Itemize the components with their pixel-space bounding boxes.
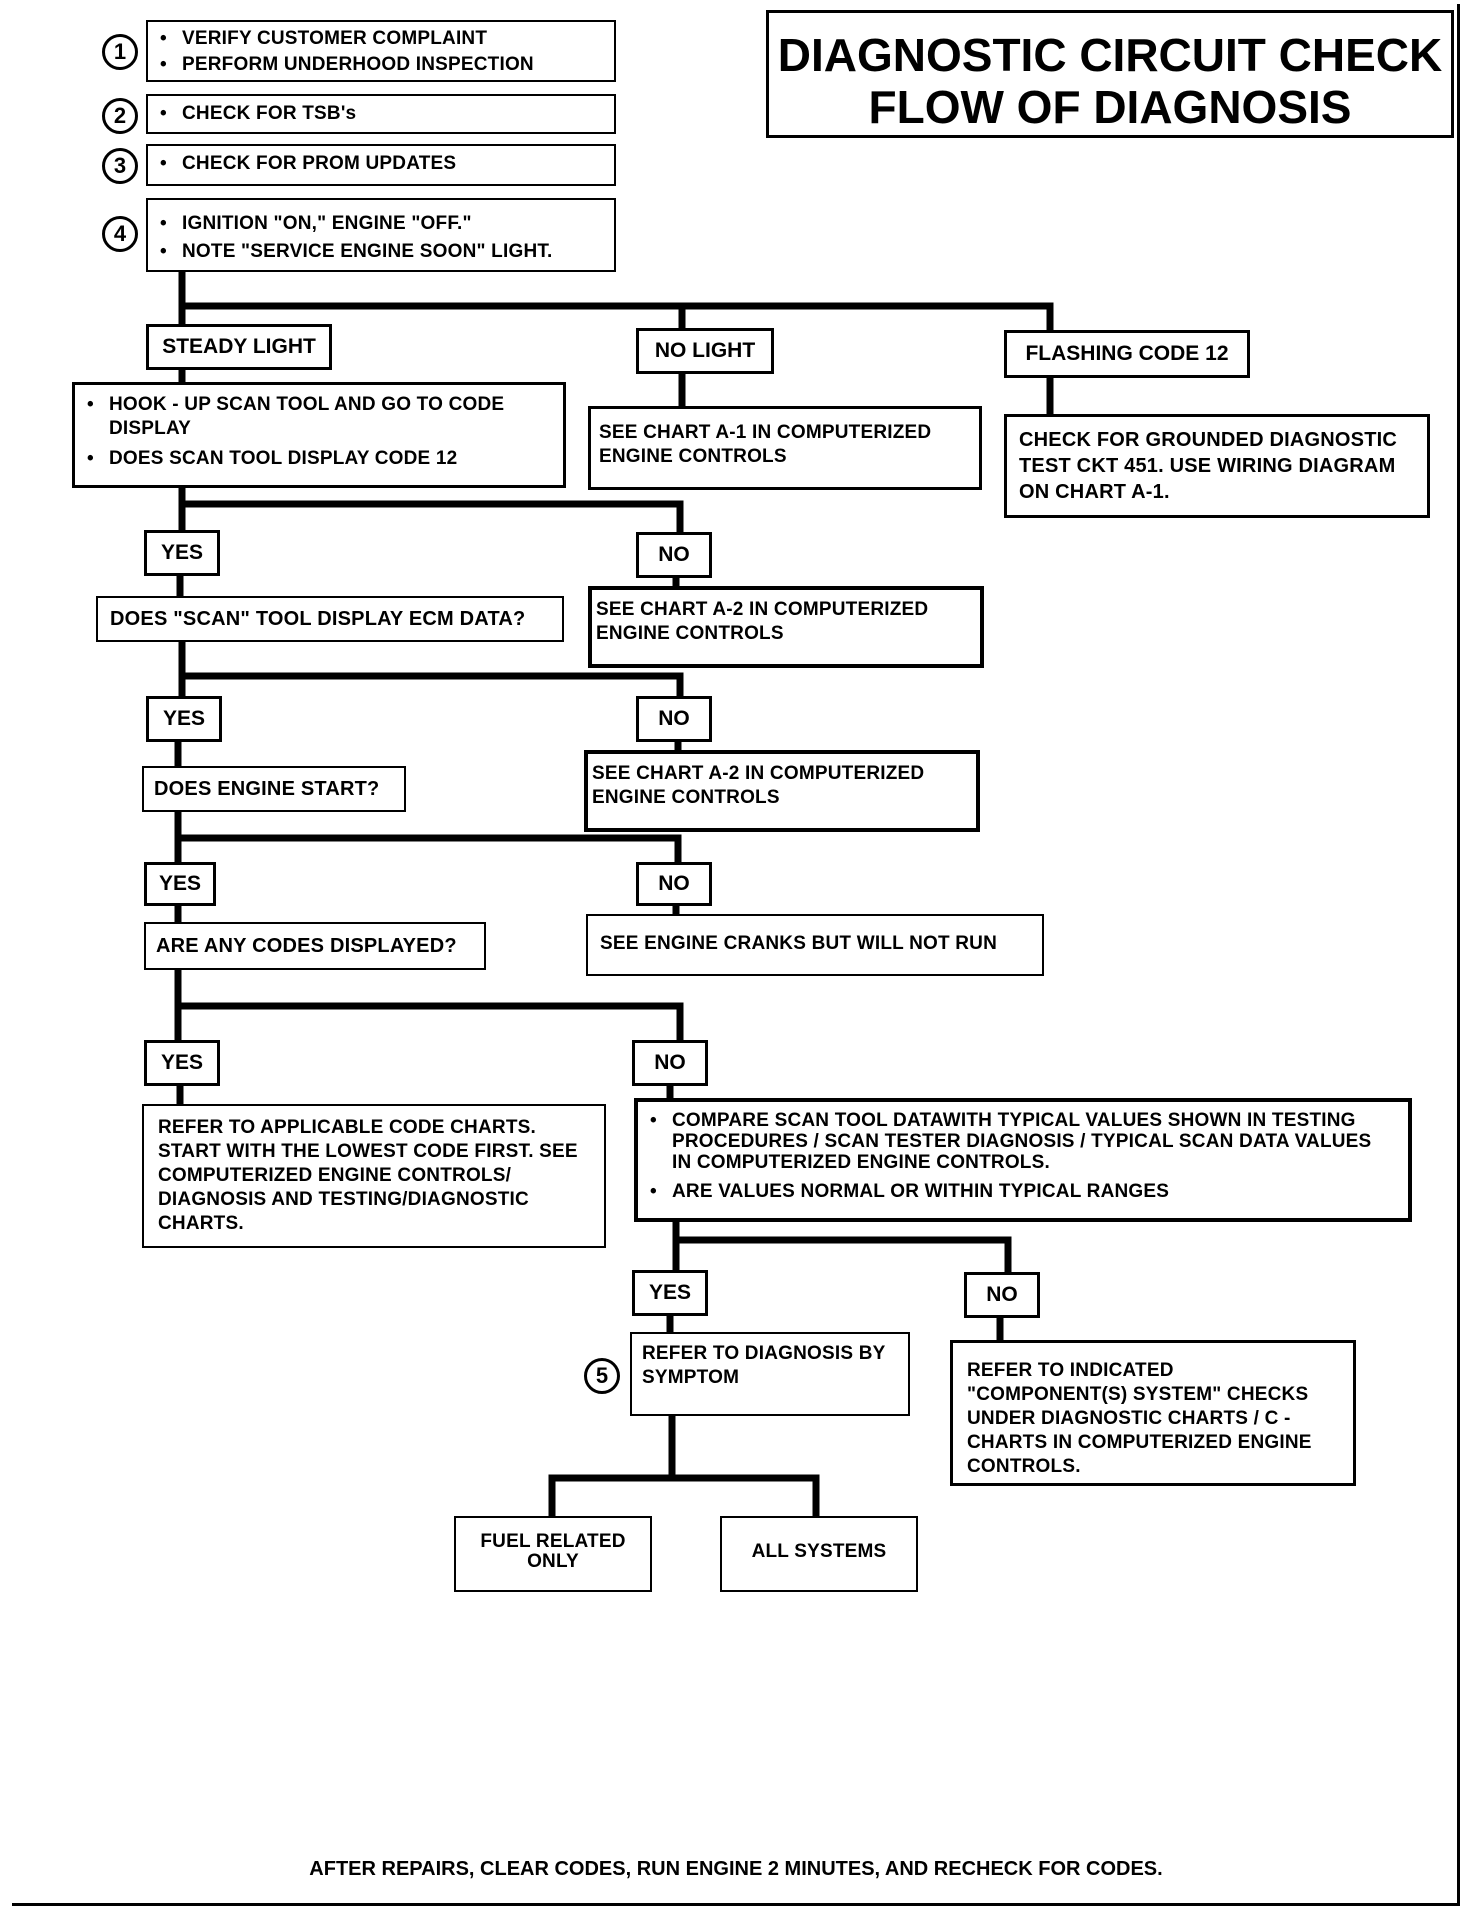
label-yes-2: YES <box>146 696 222 742</box>
hookup-bullet-2: DOES SCAN TOOL DISPLAY CODE 12 <box>109 448 458 469</box>
diagnosis-by-symptom-box: REFER TO DIAGNOSIS BY SYMPTOM <box>630 1332 910 1416</box>
label-yes-4: YES <box>144 1040 220 1086</box>
label-no-1: NO <box>636 532 712 578</box>
footer-instruction: AFTER REPAIRS, CLEAR CODES, RUN ENGINE 2… <box>309 1858 1163 1880</box>
step-2-marker: 2 <box>102 98 138 134</box>
engine-start-question-box: DOES ENGINE START? <box>142 766 406 812</box>
page-frame <box>12 4 1460 1906</box>
step-1-marker: 1 <box>102 34 138 70</box>
title-line-2: FLOW OF DIAGNOSIS <box>868 81 1352 133</box>
step-2-bullet-1: CHECK FOR TSB's <box>182 103 357 124</box>
component-system-checks-box: REFER TO INDICATED "COMPONENT(S) SYSTEM"… <box>950 1340 1356 1486</box>
label-steady-light: STEADY LIGHT <box>146 324 332 370</box>
step-3-bullet-1: CHECK FOR PROM UPDATES <box>182 153 457 174</box>
hookup-scan-tool-box: •HOOK - UP SCAN TOOL AND GO TO CODE DISP… <box>72 382 566 488</box>
code-charts-box: REFER TO APPLICABLE CODE CHARTS. START W… <box>142 1104 606 1248</box>
label-no-light: NO LIGHT <box>636 328 774 374</box>
step-4-bullet-2: NOTE "SERVICE ENGINE SOON" LIGHT. <box>182 241 553 262</box>
chart-a2-box-2: SEE CHART A-2 IN COMPUTERIZED ENGINE CON… <box>584 750 980 832</box>
compare-bullet-1: COMPARE SCAN TOOL DATAWITH TYPICAL VALUE… <box>672 1110 1372 1173</box>
diagram-title: DIAGNOSTIC CIRCUIT CHECK FLOW OF DIAGNOS… <box>766 10 1454 138</box>
step-4-box: •IGNITION "ON," ENGINE "OFF." •NOTE "SER… <box>146 198 616 272</box>
step-1-box: •VERIFY CUSTOMER COMPLAINT •PERFORM UNDE… <box>146 20 616 82</box>
step-1-bullet-2: PERFORM UNDERHOOD INSPECTION <box>182 54 534 75</box>
label-yes-3: YES <box>144 862 216 906</box>
step-3-box: •CHECK FOR PROM UPDATES <box>146 144 616 186</box>
label-yes-5: YES <box>632 1270 708 1316</box>
label-flashing-code-12: FLASHING CODE 12 <box>1004 330 1250 378</box>
step-3-marker: 3 <box>102 148 138 184</box>
fuel-related-only-box: FUEL RELATED ONLY <box>454 1516 652 1592</box>
ecm-data-question-box: DOES "SCAN" TOOL DISPLAY ECM DATA? <box>96 596 564 642</box>
step-4-bullet-1: IGNITION "ON," ENGINE "OFF." <box>182 213 472 234</box>
label-no-5: NO <box>964 1272 1040 1318</box>
chart-a1-box: SEE CHART A-1 IN COMPUTERIZED ENGINE CON… <box>588 406 982 490</box>
label-no-4: NO <box>632 1040 708 1086</box>
title-line-1: DIAGNOSTIC CIRCUIT CHECK <box>777 29 1443 81</box>
step-1-bullet-1: VERIFY CUSTOMER COMPLAINT <box>182 28 488 49</box>
step-2-box: •CHECK FOR TSB's <box>146 94 616 134</box>
step-5-marker: 5 <box>584 1358 620 1394</box>
chart-a2-box-1: SEE CHART A-2 IN COMPUTERIZED ENGINE CON… <box>588 586 984 668</box>
engine-cranks-box: SEE ENGINE CRANKS BUT WILL NOT RUN <box>586 914 1044 976</box>
compare-scan-data-box: •COMPARE SCAN TOOL DATAWITH TYPICAL VALU… <box>634 1098 1412 1222</box>
step-4-marker: 4 <box>102 216 138 252</box>
grounded-diagnostic-box: CHECK FOR GROUNDED DIAGNOSTIC TEST CKT 4… <box>1004 414 1430 518</box>
codes-displayed-question-box: ARE ANY CODES DISPLAYED? <box>144 922 486 970</box>
label-no-2: NO <box>636 696 712 742</box>
compare-bullet-2: ARE VALUES NORMAL OR WITHIN TYPICAL RANG… <box>672 1181 1170 1202</box>
hookup-bullet-1: HOOK - UP SCAN TOOL AND GO TO CODE DISPL… <box>109 394 505 439</box>
label-no-3: NO <box>636 862 712 906</box>
label-yes-1: YES <box>144 530 220 576</box>
all-systems-box: ALL SYSTEMS <box>720 1516 918 1592</box>
